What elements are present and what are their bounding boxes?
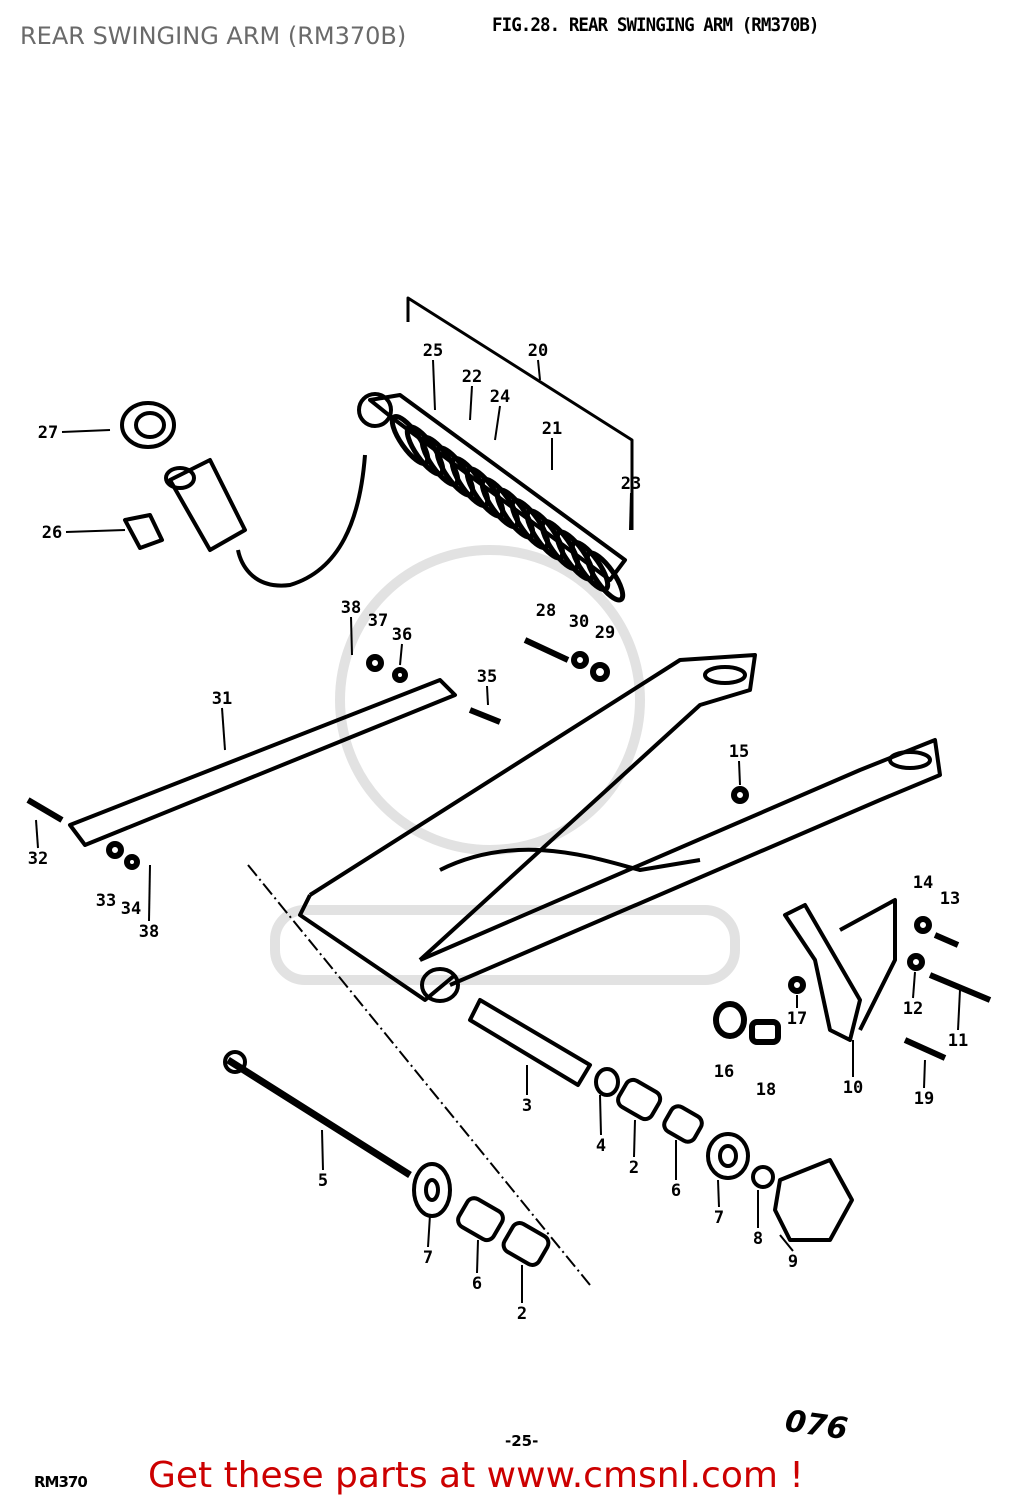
callout-12: 12: [903, 999, 923, 1019]
spring-coil: [584, 550, 626, 603]
clip: [123, 513, 164, 550]
callout-11: 11: [948, 1031, 968, 1051]
callout-25: 25: [423, 341, 443, 361]
leader-line: [599, 1094, 602, 1136]
leader-line: [221, 707, 226, 751]
callout-7: 7: [423, 1248, 433, 1268]
leader-line: [717, 1179, 720, 1208]
callout-16: 16: [714, 1062, 734, 1082]
leader-line: [779, 1234, 794, 1252]
cta-link[interactable]: Get these parts at www.cmsnl.com !: [148, 1455, 804, 1496]
callout-34: 34: [121, 899, 141, 919]
callout-20: 20: [528, 341, 548, 361]
callout-28: 28: [536, 601, 556, 621]
callout-4: 4: [596, 1136, 606, 1156]
callout-15: 15: [729, 742, 749, 762]
leader-line: [629, 492, 632, 531]
leader-line: [321, 1129, 324, 1171]
swinging-arm: [298, 653, 942, 1003]
leader-line: [633, 1119, 636, 1158]
leader-line: [350, 616, 353, 656]
callout-36: 36: [392, 625, 412, 645]
callout-10: 10: [843, 1078, 863, 1098]
leader-line: [486, 685, 489, 706]
callout-6: 6: [671, 1181, 681, 1201]
callout-2: 2: [517, 1304, 527, 1324]
leader-line: [912, 971, 916, 999]
callout-24: 24: [490, 387, 510, 407]
callout-22: 22: [462, 367, 482, 387]
leader-line: [476, 1239, 479, 1274]
pivot-shaft: [226, 1057, 412, 1178]
callout-18: 18: [756, 1080, 776, 1100]
callout-8: 8: [753, 1229, 763, 1249]
leader-line: [738, 760, 741, 786]
leader-line: [957, 989, 961, 1031]
watermark-logo: [270, 545, 740, 985]
leader-line: [427, 1214, 431, 1248]
spacer-sleeve: [468, 998, 592, 1087]
chain-guide-bracket: [839, 898, 897, 1031]
callout-19: 19: [914, 1089, 934, 1109]
chain-guide: [783, 903, 862, 1042]
callout-2: 2: [629, 1158, 639, 1178]
callout-21: 21: [542, 419, 562, 439]
callout-9: 9: [788, 1252, 798, 1272]
page-title: REAR SWINGING ARM (RM370B): [20, 22, 407, 50]
callout-38: 38: [341, 598, 361, 618]
figure-title: FIG.28. REAR SWINGING ARM (RM370B): [492, 14, 819, 36]
callout-30: 30: [569, 612, 589, 632]
callout-38: 38: [139, 922, 159, 942]
callout-37: 37: [368, 611, 388, 631]
assembly-bracket: [406, 296, 634, 530]
leader-line: [148, 864, 151, 922]
callout-7: 7: [714, 1208, 724, 1228]
leader-line: [537, 359, 541, 381]
callout-33: 33: [96, 891, 116, 911]
callout-5: 5: [318, 1171, 328, 1191]
leader-line: [35, 819, 39, 849]
callout-6: 6: [472, 1274, 482, 1294]
torque-rod: [68, 678, 457, 847]
section-line: [247, 864, 591, 1286]
callout-32: 32: [28, 849, 48, 869]
callout-27: 27: [38, 423, 58, 443]
bolts: [26, 637, 992, 1061]
callout-35: 35: [477, 667, 497, 687]
ring-clamp: [120, 401, 176, 449]
callout-26: 26: [42, 523, 62, 543]
callout-3: 3: [522, 1096, 532, 1116]
callout-13: 13: [940, 889, 960, 909]
callout-29: 29: [595, 623, 615, 643]
leader-line: [61, 429, 111, 433]
leader-line: [469, 385, 473, 421]
callout-23: 23: [621, 474, 641, 494]
leader-line: [494, 405, 501, 441]
pivot-shaft-head: [223, 1050, 247, 1074]
leader-line: [399, 643, 403, 666]
model-code: RM370: [34, 1473, 88, 1491]
rear-shock-absorber: [164, 392, 627, 603]
leader-line: [65, 529, 126, 533]
callout-17: 17: [787, 1009, 807, 1029]
bushings: [412, 1067, 854, 1267]
leader-line: [432, 359, 436, 411]
callout-31: 31: [212, 689, 232, 709]
leader-line: [923, 1059, 926, 1089]
callout-14: 14: [913, 873, 933, 893]
page-number: -25-: [505, 1432, 539, 1450]
